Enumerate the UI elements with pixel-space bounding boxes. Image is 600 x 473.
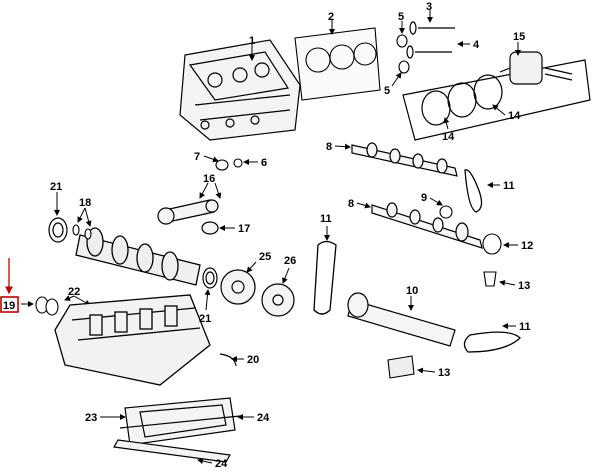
valve-parts (406, 21, 455, 59)
callout-number: 4 (473, 39, 480, 51)
callout-number: 24 (257, 412, 270, 424)
highlight-callout-label: 19 (3, 300, 15, 312)
thrust-washer-parts (72, 224, 92, 240)
callout-number: 24 (215, 458, 228, 470)
callout-number: 26 (284, 255, 296, 267)
highlight-callout-box (0, 296, 19, 313)
callout-number: 10 (406, 285, 418, 297)
crankshaft-part (75, 227, 201, 286)
callout-number: 11 (503, 180, 515, 192)
callout-number: 7 (194, 151, 200, 163)
callout-number: 1 (249, 35, 255, 47)
small-component-parts (215, 158, 502, 379)
callout-number: 8 (348, 198, 354, 210)
callout-number: 12 (521, 240, 533, 252)
valve-seal-parts (396, 34, 410, 74)
callout-number: 20 (247, 354, 259, 366)
callout-number: 25 (259, 251, 271, 263)
callout-number: 21 (199, 313, 211, 325)
piston-ring-set-part (402, 51, 591, 141)
callout-number: 16 (203, 173, 215, 185)
cylinder-head-part (179, 39, 301, 141)
callout-number: 11 (519, 321, 531, 333)
callout-numbers: 1 2 3 4 5 5 6 7 8 8 9 10 11 11 11 12 13 … (50, 1, 533, 470)
callout-number: 21 (50, 181, 62, 193)
callout-number: 14 (442, 131, 455, 143)
callout-number: 8 (326, 141, 332, 153)
callout-number: 22 (68, 286, 80, 298)
timing-chain-parts (313, 169, 521, 353)
callout-number: 15 (513, 31, 525, 43)
callout-number: 14 (508, 110, 521, 122)
engine-block-part (54, 294, 211, 386)
main-bearing-parts (35, 296, 59, 316)
connecting-rod-part (157, 199, 219, 235)
camshaft-parts (351, 142, 483, 249)
callout-number: 9 (421, 192, 427, 204)
callout-number: 6 (261, 157, 267, 169)
crank-seal-parts (48, 217, 218, 289)
callout-number: 13 (518, 280, 530, 292)
callout-number: 3 (426, 1, 432, 13)
pulley-parts (220, 269, 295, 317)
oil-pan-part (113, 353, 241, 463)
callout-number: 17 (238, 223, 250, 235)
head-gasket-part (294, 27, 381, 101)
callout-number: 2 (328, 11, 334, 23)
callout-number: 18 (79, 197, 91, 209)
callout-number: 23 (85, 412, 97, 424)
callout-number: 11 (320, 213, 332, 225)
callout-number: 5 (398, 11, 404, 23)
callout-number: 5 (384, 85, 390, 97)
balance-shaft-part (347, 292, 456, 347)
callout-number: 13 (438, 367, 450, 379)
